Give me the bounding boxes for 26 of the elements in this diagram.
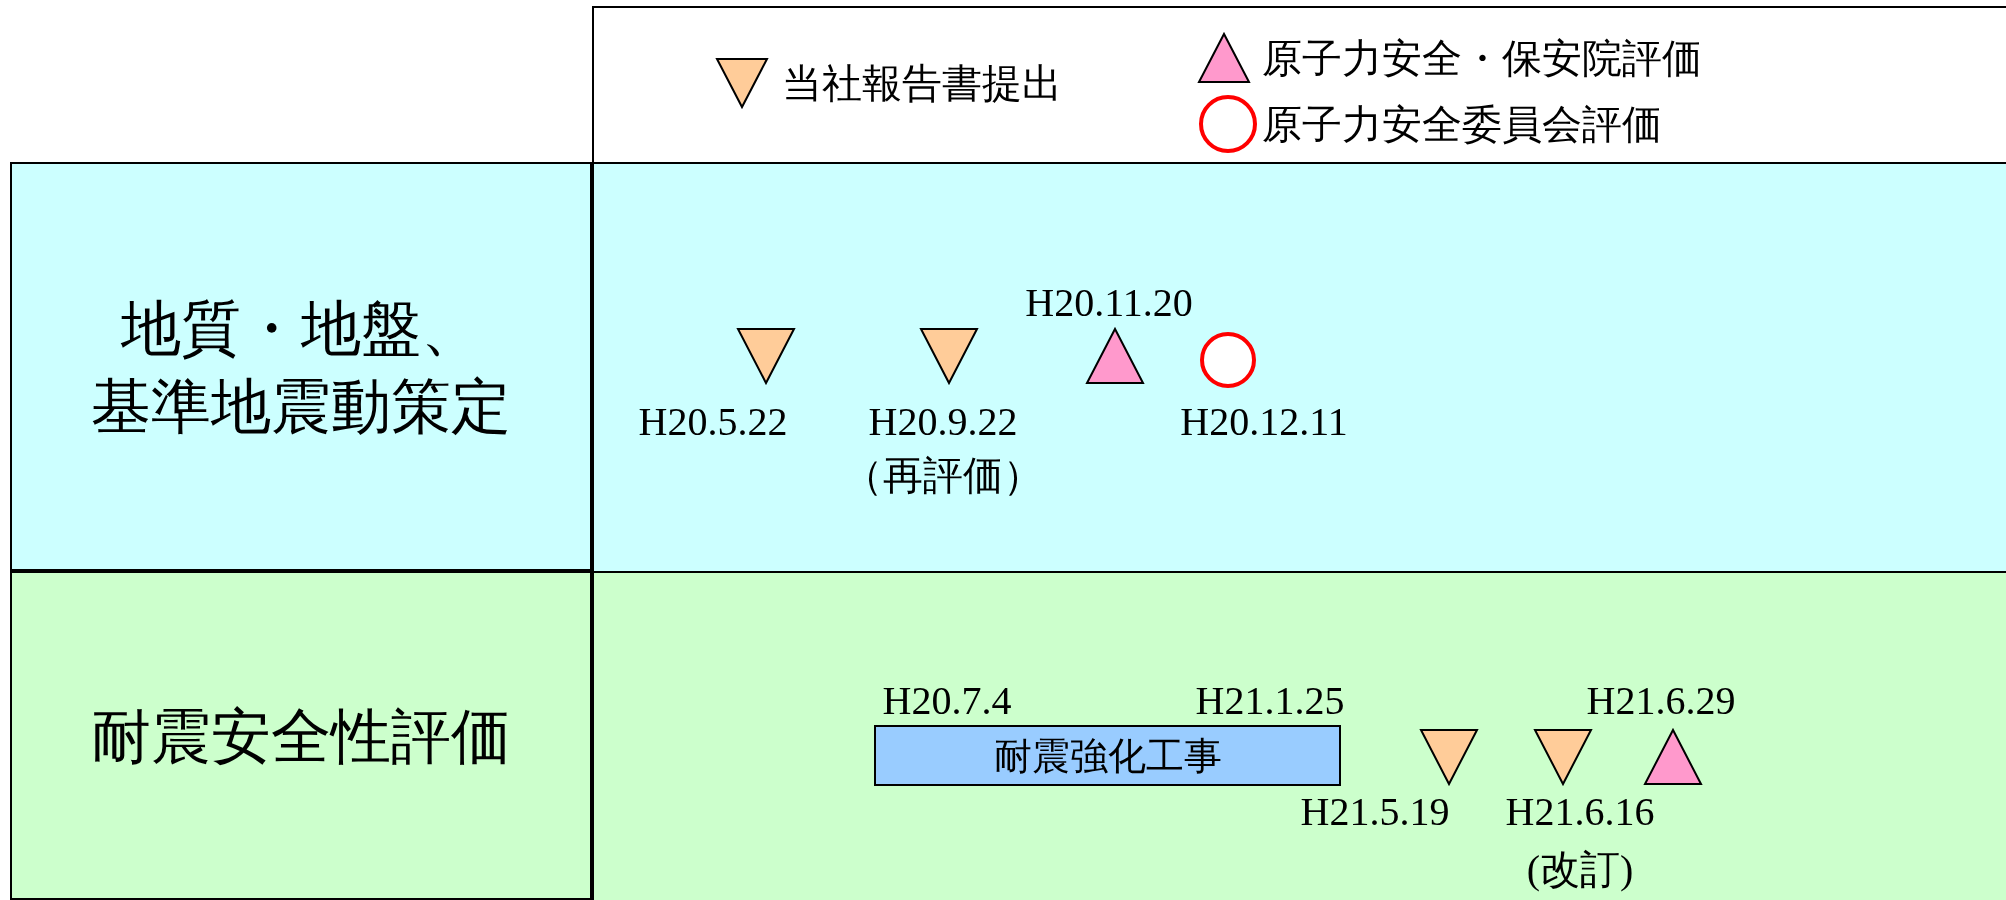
down-triangle-marker bbox=[1534, 729, 1592, 785]
down-triangle-marker bbox=[737, 328, 795, 384]
legend-text: 原子力安全委員会評価 bbox=[1262, 100, 1662, 148]
row-header-cell: 地質・地盤、基準地震動策定 bbox=[10, 162, 592, 571]
triangle-marker bbox=[1644, 729, 1702, 785]
date-label: (改訂) bbox=[1526, 850, 1634, 890]
row-band bbox=[592, 571, 2006, 900]
date-label: （再評価） bbox=[843, 456, 1043, 496]
down-triangle-marker bbox=[920, 328, 978, 384]
date-label: H21.1.25 bbox=[1195, 681, 1345, 721]
date-label: H21.6.29 bbox=[1586, 681, 1736, 721]
date-label: H21.6.16 bbox=[1505, 792, 1655, 832]
legend-text: 当社報告書提出 bbox=[782, 59, 1062, 107]
work-period-bar: 耐震強化工事 bbox=[874, 725, 1341, 786]
date-label: H20.9.22 bbox=[868, 402, 1018, 442]
row-band bbox=[592, 162, 2006, 571]
date-label: H20.5.22 bbox=[638, 402, 788, 442]
triangle-marker bbox=[1086, 328, 1144, 384]
date-label: H20.7.4 bbox=[882, 681, 1012, 721]
row-header-cell: 耐震安全性評価 bbox=[10, 571, 592, 900]
date-label: H21.5.19 bbox=[1300, 792, 1450, 832]
down-triangle-marker bbox=[1420, 729, 1478, 785]
circle-marker bbox=[1199, 332, 1257, 388]
date-label: H20.11.20 bbox=[1025, 283, 1193, 323]
legend-text: 原子力安全・保安院評価 bbox=[1262, 34, 1702, 82]
date-label: H20.12.11 bbox=[1180, 402, 1348, 442]
